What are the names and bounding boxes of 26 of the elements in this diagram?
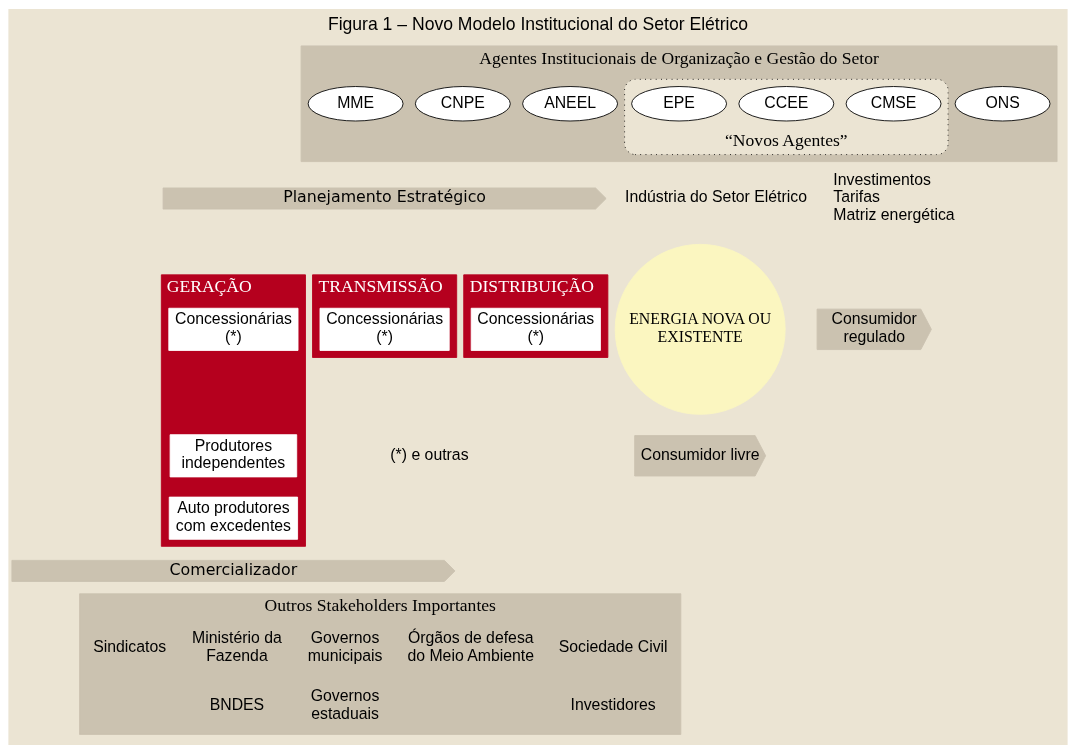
node-text: Órgãos de defesa do Meio Ambiente (407, 629, 535, 664)
node-text: Sindicatos (93, 638, 167, 656)
node-ellipse: MME (307, 86, 404, 122)
node-ellipse: CNPE (414, 86, 511, 122)
node-box: Concessionárias (*) (319, 307, 450, 351)
node-ellipse: CCEE (738, 86, 835, 122)
node-text: Governos municipais (307, 629, 383, 664)
label: Indústria do Setor Elétrico (625, 188, 807, 206)
node-text: Investidores (570, 696, 656, 714)
node-ellipse: EPE (631, 86, 727, 122)
node-text: BNDES (209, 696, 265, 714)
node-text: Sociedade Civil (558, 638, 668, 656)
label: (*) e outras (390, 445, 469, 463)
node-box: Concessionárias (*) (470, 307, 601, 351)
node-text: Governos estaduais (310, 687, 380, 722)
node-text: Ministério da Fazenda (192, 629, 282, 664)
node-ellipse: CMSE (845, 86, 942, 122)
label: Investimentos (833, 170, 931, 188)
label: Tarifas (833, 188, 880, 206)
node-ellipse: ANEEL (522, 86, 618, 122)
label: Matriz energética (833, 205, 955, 223)
node-box: Produtores independentes (169, 434, 298, 478)
node-box: Concessionárias (*) (168, 307, 299, 351)
diagram-title: Figura 1 – Novo Modelo Institucional do Setor Elétrico (327, 14, 749, 35)
node-ellipse: ONS (954, 86, 1051, 122)
node-box: Auto produtores com excedentes (168, 496, 298, 540)
